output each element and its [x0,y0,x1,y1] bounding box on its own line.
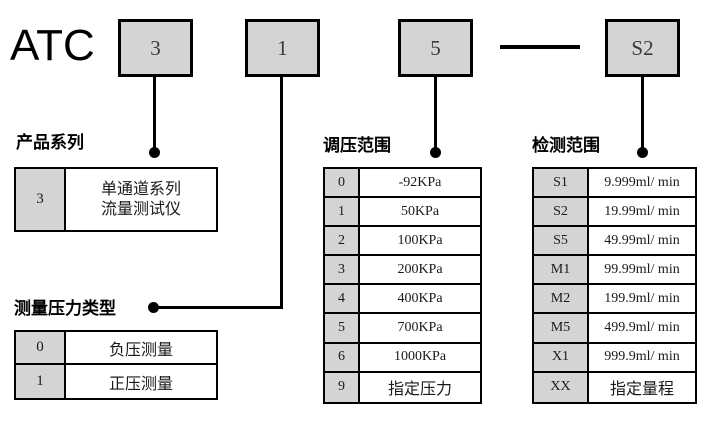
table-row: 6 1000KPa [325,343,480,373]
brand-label: ATC [10,21,95,70]
table-row: 0 负压测量 [16,332,216,365]
series-row-line1: 单通道系列 [100,180,181,198]
range-row-code: 1 [325,198,360,226]
detect-row-value: 99.99ml/ min [589,256,695,284]
detect-row-code: M1 [534,256,589,284]
table-row: M5 499.9ml/ min [534,314,695,344]
connector-range-line [434,77,437,153]
range-row-value: 50KPa [360,198,480,226]
table-row: S2 19.99ml/ min [534,198,695,228]
range-row-code: 4 [325,285,360,313]
ptype-row-code: 0 [16,332,66,363]
series-row-line2: 流量测试仪 [100,200,181,218]
table-row: 4 400KPa [325,285,480,315]
connector-range-dot [430,147,441,158]
range-row-value: 200KPa [360,256,480,284]
table-row: 2 100KPa [325,227,480,257]
table-row: XX 指定量程 [534,372,695,402]
range-row-code: 9 [325,372,360,402]
range-row-value: 指定压力 [360,372,480,402]
connector-ptype-vline [280,77,283,309]
detect-row-code: M2 [534,285,589,313]
regulate-range-code-box[interactable]: 5 [398,19,473,77]
detect-row-code: S5 [534,227,589,255]
range-row-value: 400KPa [360,285,480,313]
table-row: M2 199.9ml/ min [534,285,695,315]
connector-ptype-hline [155,306,283,309]
pressure-type-code-box[interactable]: 1 [245,19,320,77]
series-code-box[interactable]: 3 [118,19,193,77]
detect-row-value: 499.9ml/ min [589,314,695,342]
series-table: 3 单通道系列 流量测试仪 [14,167,218,232]
ptype-row-value: 正压测量 [66,365,216,398]
detect-range-code-value: S2 [631,35,654,60]
table-row: 5 700KPa [325,314,480,344]
range-row-value: 100KPa [360,227,480,255]
regulate-range-code-value: 5 [430,35,441,60]
detect-row-value: 199.9ml/ min [589,285,695,313]
connector-detect-dot [637,147,648,158]
table-row: M1 99.99ml/ min [534,256,695,286]
table-row: 0 -92KPa [325,169,480,199]
series-row-value: 单通道系列 流量测试仪 [66,169,216,230]
detect-range-code-box[interactable]: S2 [605,19,680,77]
pressure-type-code-value: 1 [277,35,288,60]
range-row-code: 2 [325,227,360,255]
range-row-code: 6 [325,343,360,371]
table-row: S1 9.999ml/ min [534,169,695,199]
detect-row-code: S2 [534,198,589,226]
table-row: 3 单通道系列 流量测试仪 [16,169,216,230]
detect-row-value: 49.99ml/ min [589,227,695,255]
table-row: 1 50KPa [325,198,480,228]
detect-row-code: S1 [534,169,589,197]
detect-row-code: XX [534,372,589,402]
range-row-value: -92KPa [360,169,480,197]
series-row-code: 3 [16,169,66,230]
detect-row-value: 999.9ml/ min [589,343,695,371]
pressure-type-table: 0 负压测量 1 正压测量 [14,330,218,400]
table-row: S5 49.99ml/ min [534,227,695,257]
ptype-row-code: 1 [16,365,66,398]
separator-dash [500,45,580,49]
table-row: 3 200KPa [325,256,480,286]
pressure-type-heading: 测量压力类型 [14,299,116,318]
detect-range-heading: 检测范围 [532,136,600,155]
regulate-range-heading: 调压范围 [323,136,391,155]
table-row: X1 999.9ml/ min [534,343,695,373]
series-code-value: 3 [150,35,161,60]
range-row-value: 700KPa [360,314,480,342]
connector-detect-line [641,77,644,153]
detect-range-table: S1 9.999ml/ min S2 19.99ml/ min S5 49.99… [532,167,697,404]
connector-series-line [153,77,156,153]
range-row-code: 0 [325,169,360,197]
detect-row-code: X1 [534,343,589,371]
connector-ptype-dot [148,302,159,313]
regulate-range-table: 0 -92KPa 1 50KPa 2 100KPa 3 200KPa 4 400… [323,167,482,404]
detect-row-code: M5 [534,314,589,342]
detect-row-value: 19.99ml/ min [589,198,695,226]
detect-row-value: 9.999ml/ min [589,169,695,197]
range-row-value: 1000KPa [360,343,480,371]
table-row: 9 指定压力 [325,372,480,402]
range-row-code: 3 [325,256,360,284]
ptype-row-value: 负压测量 [66,332,216,363]
detect-row-value: 指定量程 [589,372,695,402]
range-row-code: 5 [325,314,360,342]
series-heading: 产品系列 [16,133,84,152]
table-row: 1 正压测量 [16,365,216,398]
connector-series-dot [149,147,160,158]
